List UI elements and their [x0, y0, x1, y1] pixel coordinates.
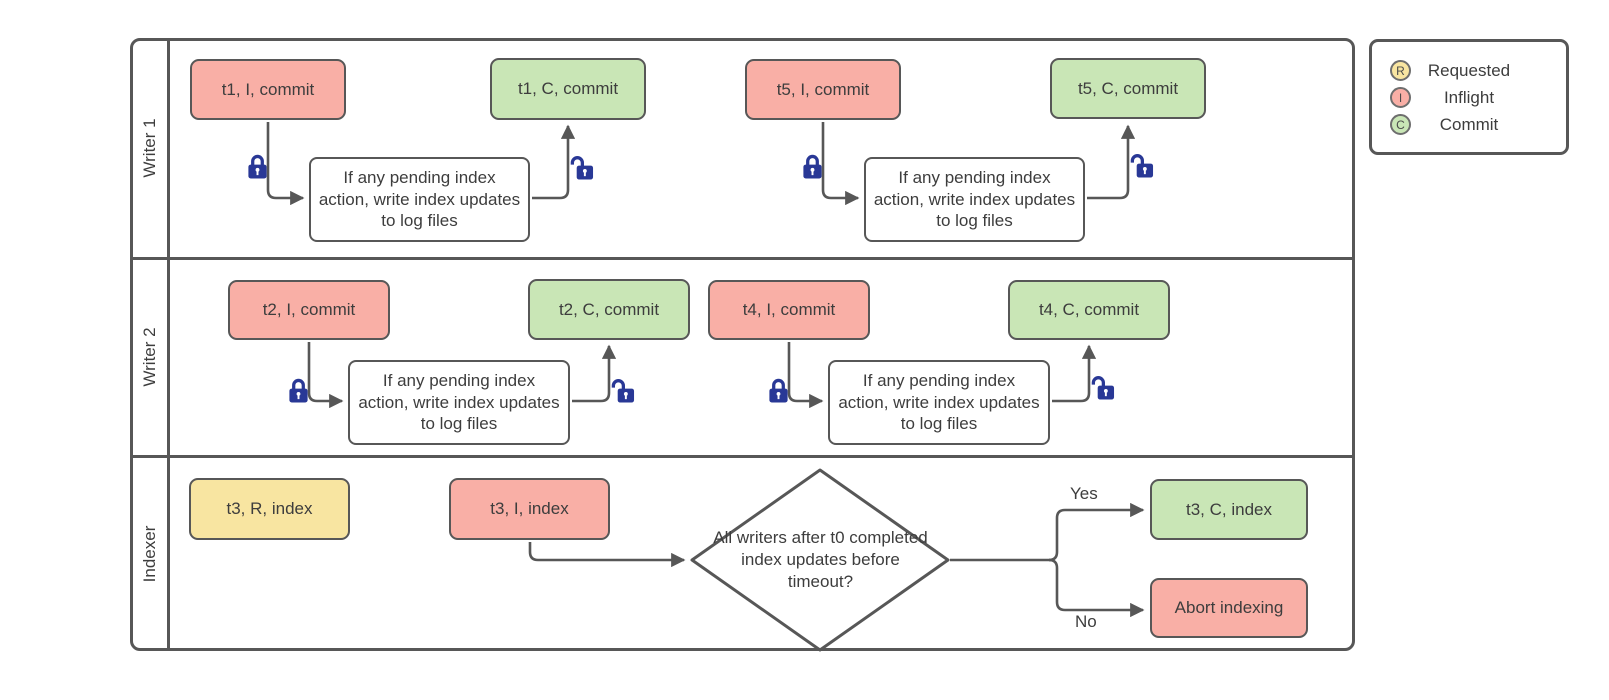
connector-proc-to-t4c — [1052, 344, 1097, 403]
node-t3-commit: t3, C, index — [1150, 479, 1308, 540]
legend: R Requested I Inflight C Commit — [1369, 39, 1569, 155]
node-label: If any pending index action, write index… — [318, 167, 521, 231]
node-label: t4, I, commit — [742, 300, 836, 320]
node-label: t5, C, commit — [1077, 78, 1179, 98]
legend-label: Inflight — [1443, 88, 1495, 107]
decision-diamond — [690, 468, 950, 652]
node-label: t3, I, index — [490, 499, 569, 519]
lane-header-separator — [167, 38, 170, 651]
lock-open-icon — [611, 379, 635, 404]
legend-label: Commit — [1439, 115, 1499, 134]
node-abort-indexing: Abort indexing — [1150, 578, 1308, 638]
connector-yes-branch — [1048, 502, 1145, 562]
inflight-state-icon: I — [1390, 87, 1411, 108]
node-t3-inflight: t3, I, index — [449, 478, 610, 540]
commit-state-icon: C — [1390, 114, 1411, 135]
node-label: t2, C, commit — [558, 299, 660, 319]
node-t2-inflight: t2, I, commit — [228, 280, 390, 340]
node-label: t2, I, commit — [262, 300, 356, 320]
node-process-t4: If any pending index action, write index… — [828, 360, 1050, 445]
yes-label: Yes — [1070, 484, 1098, 503]
node-label: If any pending index action, write index… — [838, 370, 1040, 434]
legend-label: Requested — [1427, 61, 1511, 80]
node-process-t2: If any pending index action, write index… — [348, 360, 570, 445]
lock-closed-icon — [801, 154, 824, 180]
node-label: t3, C, index — [1186, 499, 1272, 519]
node-t5-commit: t5, C, commit — [1050, 58, 1206, 119]
node-t1-commit: t1, C, commit — [490, 58, 646, 120]
legend-letter: I — [1398, 90, 1403, 105]
requested-state-icon: R — [1390, 60, 1411, 81]
connector-t4i-to-proc — [787, 342, 824, 409]
connector-proc-to-t2c — [572, 344, 617, 403]
connector-t5i-to-proc — [821, 122, 860, 206]
connector-t1i-to-proc — [266, 122, 305, 206]
node-t2-commit: t2, C, commit — [528, 279, 690, 340]
node-label: t1, C, commit — [517, 79, 619, 99]
node-label: t3, R, index — [226, 499, 313, 519]
node-label: t4, C, commit — [1038, 300, 1140, 320]
legend-letter: R — [1396, 63, 1405, 78]
lane-divider-1 — [130, 257, 1355, 260]
legend-row-commit: C Commit — [1372, 113, 1566, 140]
lock-closed-icon — [767, 378, 790, 404]
legend-row-inflight: I Inflight — [1372, 86, 1566, 113]
connector-proc-to-t1c — [532, 124, 576, 200]
node-t4-commit: t4, C, commit — [1008, 280, 1170, 340]
connector-t2i-to-proc — [307, 342, 344, 409]
lock-open-icon — [1091, 376, 1115, 401]
node-t1-inflight: t1, I, commit — [190, 59, 346, 120]
node-label: t1, I, commit — [221, 79, 315, 99]
node-label: t5, I, commit — [776, 79, 870, 99]
node-label: Abort indexing — [1174, 598, 1284, 618]
node-t4-inflight: t4, I, commit — [708, 280, 870, 340]
legend-letter: C — [1396, 117, 1405, 132]
legend-row-requested: R Requested — [1372, 59, 1566, 86]
node-t5-inflight: t5, I, commit — [745, 59, 901, 120]
lock-closed-icon — [287, 378, 310, 404]
decision-label: All writers after t0 completed index upd… — [713, 528, 928, 591]
lock-closed-icon — [246, 154, 269, 180]
node-process-t5: If any pending index action, write index… — [864, 157, 1085, 242]
connector-t3i-to-decision — [528, 542, 686, 568]
node-process-t1: If any pending index action, write index… — [309, 157, 530, 242]
connector-no-branch — [1048, 558, 1145, 618]
node-label: If any pending index action, write index… — [873, 167, 1076, 231]
node-label: If any pending index action, write index… — [358, 370, 560, 434]
lock-open-icon — [570, 156, 594, 181]
connector-proc-to-t5c — [1087, 124, 1136, 200]
lock-open-icon — [1130, 154, 1154, 179]
no-label: No — [1075, 612, 1097, 631]
node-t3-requested: t3, R, index — [189, 478, 350, 540]
lane-divider-2 — [130, 455, 1355, 458]
